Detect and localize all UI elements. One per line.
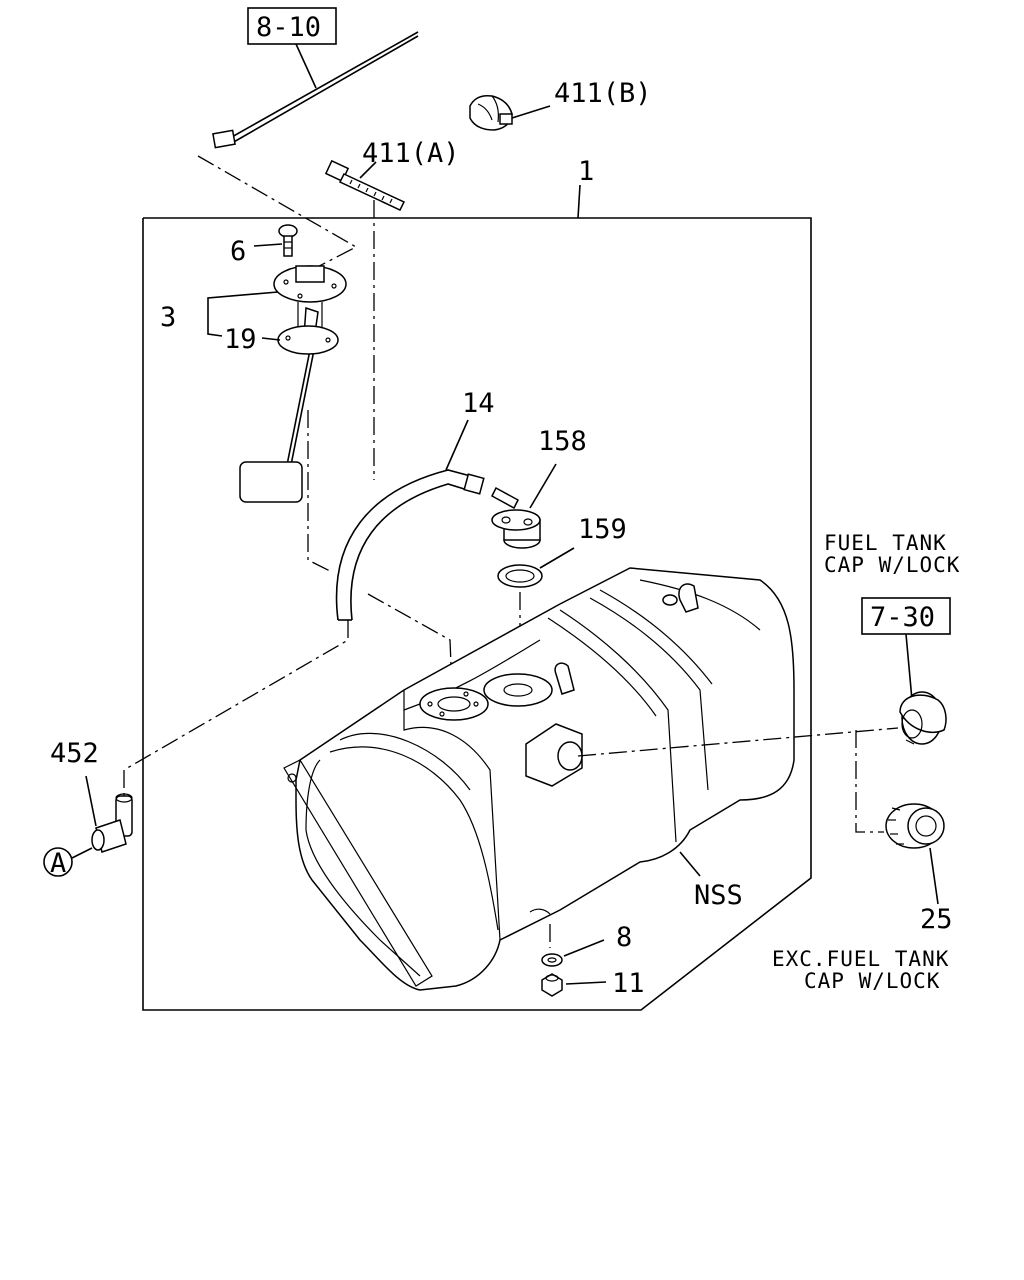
part-159-label: 159 [578, 514, 627, 545]
leader-452 [85, 775, 97, 827]
leader-1 [577, 184, 581, 219]
clip-411b [469, 94, 513, 131]
leader-11 [565, 981, 607, 985]
nss-label: NSS [694, 880, 743, 911]
part-452-label: 452 [50, 738, 99, 769]
note-exc-lock-line2: CAP W/LOCK [804, 969, 940, 993]
leader-19 [261, 337, 281, 341]
fuel-tank-nss [283, 567, 795, 991]
leader-8 [563, 939, 605, 957]
part-411b-label: 411(B) [554, 78, 652, 109]
note-with-lock-line2: CAP W/LOCK [824, 553, 960, 577]
part-6-label: 6 [230, 236, 246, 267]
part-1-label: 1 [578, 156, 594, 187]
note-exc-lock-line1: EXC.FUEL TANK [772, 947, 949, 971]
sender-dashline [307, 410, 333, 573]
cap-dashline [577, 727, 899, 757]
leader-158 [529, 463, 557, 509]
leader-411b [511, 105, 551, 119]
leader-411a [359, 161, 377, 179]
tie-strap-411a [324, 159, 406, 211]
elbow-fitting-452 [91, 793, 133, 853]
bracket-3 [207, 291, 279, 337]
leader-7-30 [905, 633, 913, 701]
ref-box-8-10 [247, 7, 337, 45]
hose-14 [335, 469, 485, 621]
cap-alt-dashline [855, 730, 884, 833]
part-25-label: 25 [920, 904, 953, 935]
part-8-label: 8 [616, 922, 632, 953]
gasket-19 [277, 325, 339, 355]
leader-nss [679, 851, 701, 877]
part-158-label: 158 [538, 426, 587, 457]
part-411a-label: 411(A) [362, 138, 460, 169]
note-with-lock-line1: FUEL TANK [824, 531, 947, 555]
part-11-label: 11 [612, 968, 645, 999]
fuel-cap-25 [885, 803, 945, 849]
leader-14 [445, 419, 469, 471]
fuel-sender-unit-3 [239, 265, 347, 503]
leader-25 [929, 847, 939, 905]
leader-6 [253, 243, 283, 247]
ref-7-30-label: 7-30 [870, 602, 935, 633]
wire-harness [212, 31, 419, 149]
assembly-frame [142, 217, 812, 1011]
part-14-label: 14 [462, 388, 495, 419]
vent-valve-158 [491, 486, 541, 549]
hose-dashline-down [123, 620, 349, 771]
part-3-label: 3 [160, 302, 176, 333]
o-ring-159 [497, 564, 543, 588]
connector-a-label: A [50, 848, 66, 879]
part-19-label: 19 [224, 324, 257, 355]
leader-159 [539, 547, 575, 569]
leader-8-10 [295, 43, 317, 89]
connector-a-circle [43, 847, 73, 877]
drain-plug-11 [541, 973, 563, 997]
fuel-cap-with-lock [899, 691, 947, 745]
leader-a [71, 847, 93, 859]
ref-8-10-label: 8-10 [256, 12, 321, 43]
washer-8 [541, 953, 563, 967]
screw-6 [278, 224, 298, 257]
